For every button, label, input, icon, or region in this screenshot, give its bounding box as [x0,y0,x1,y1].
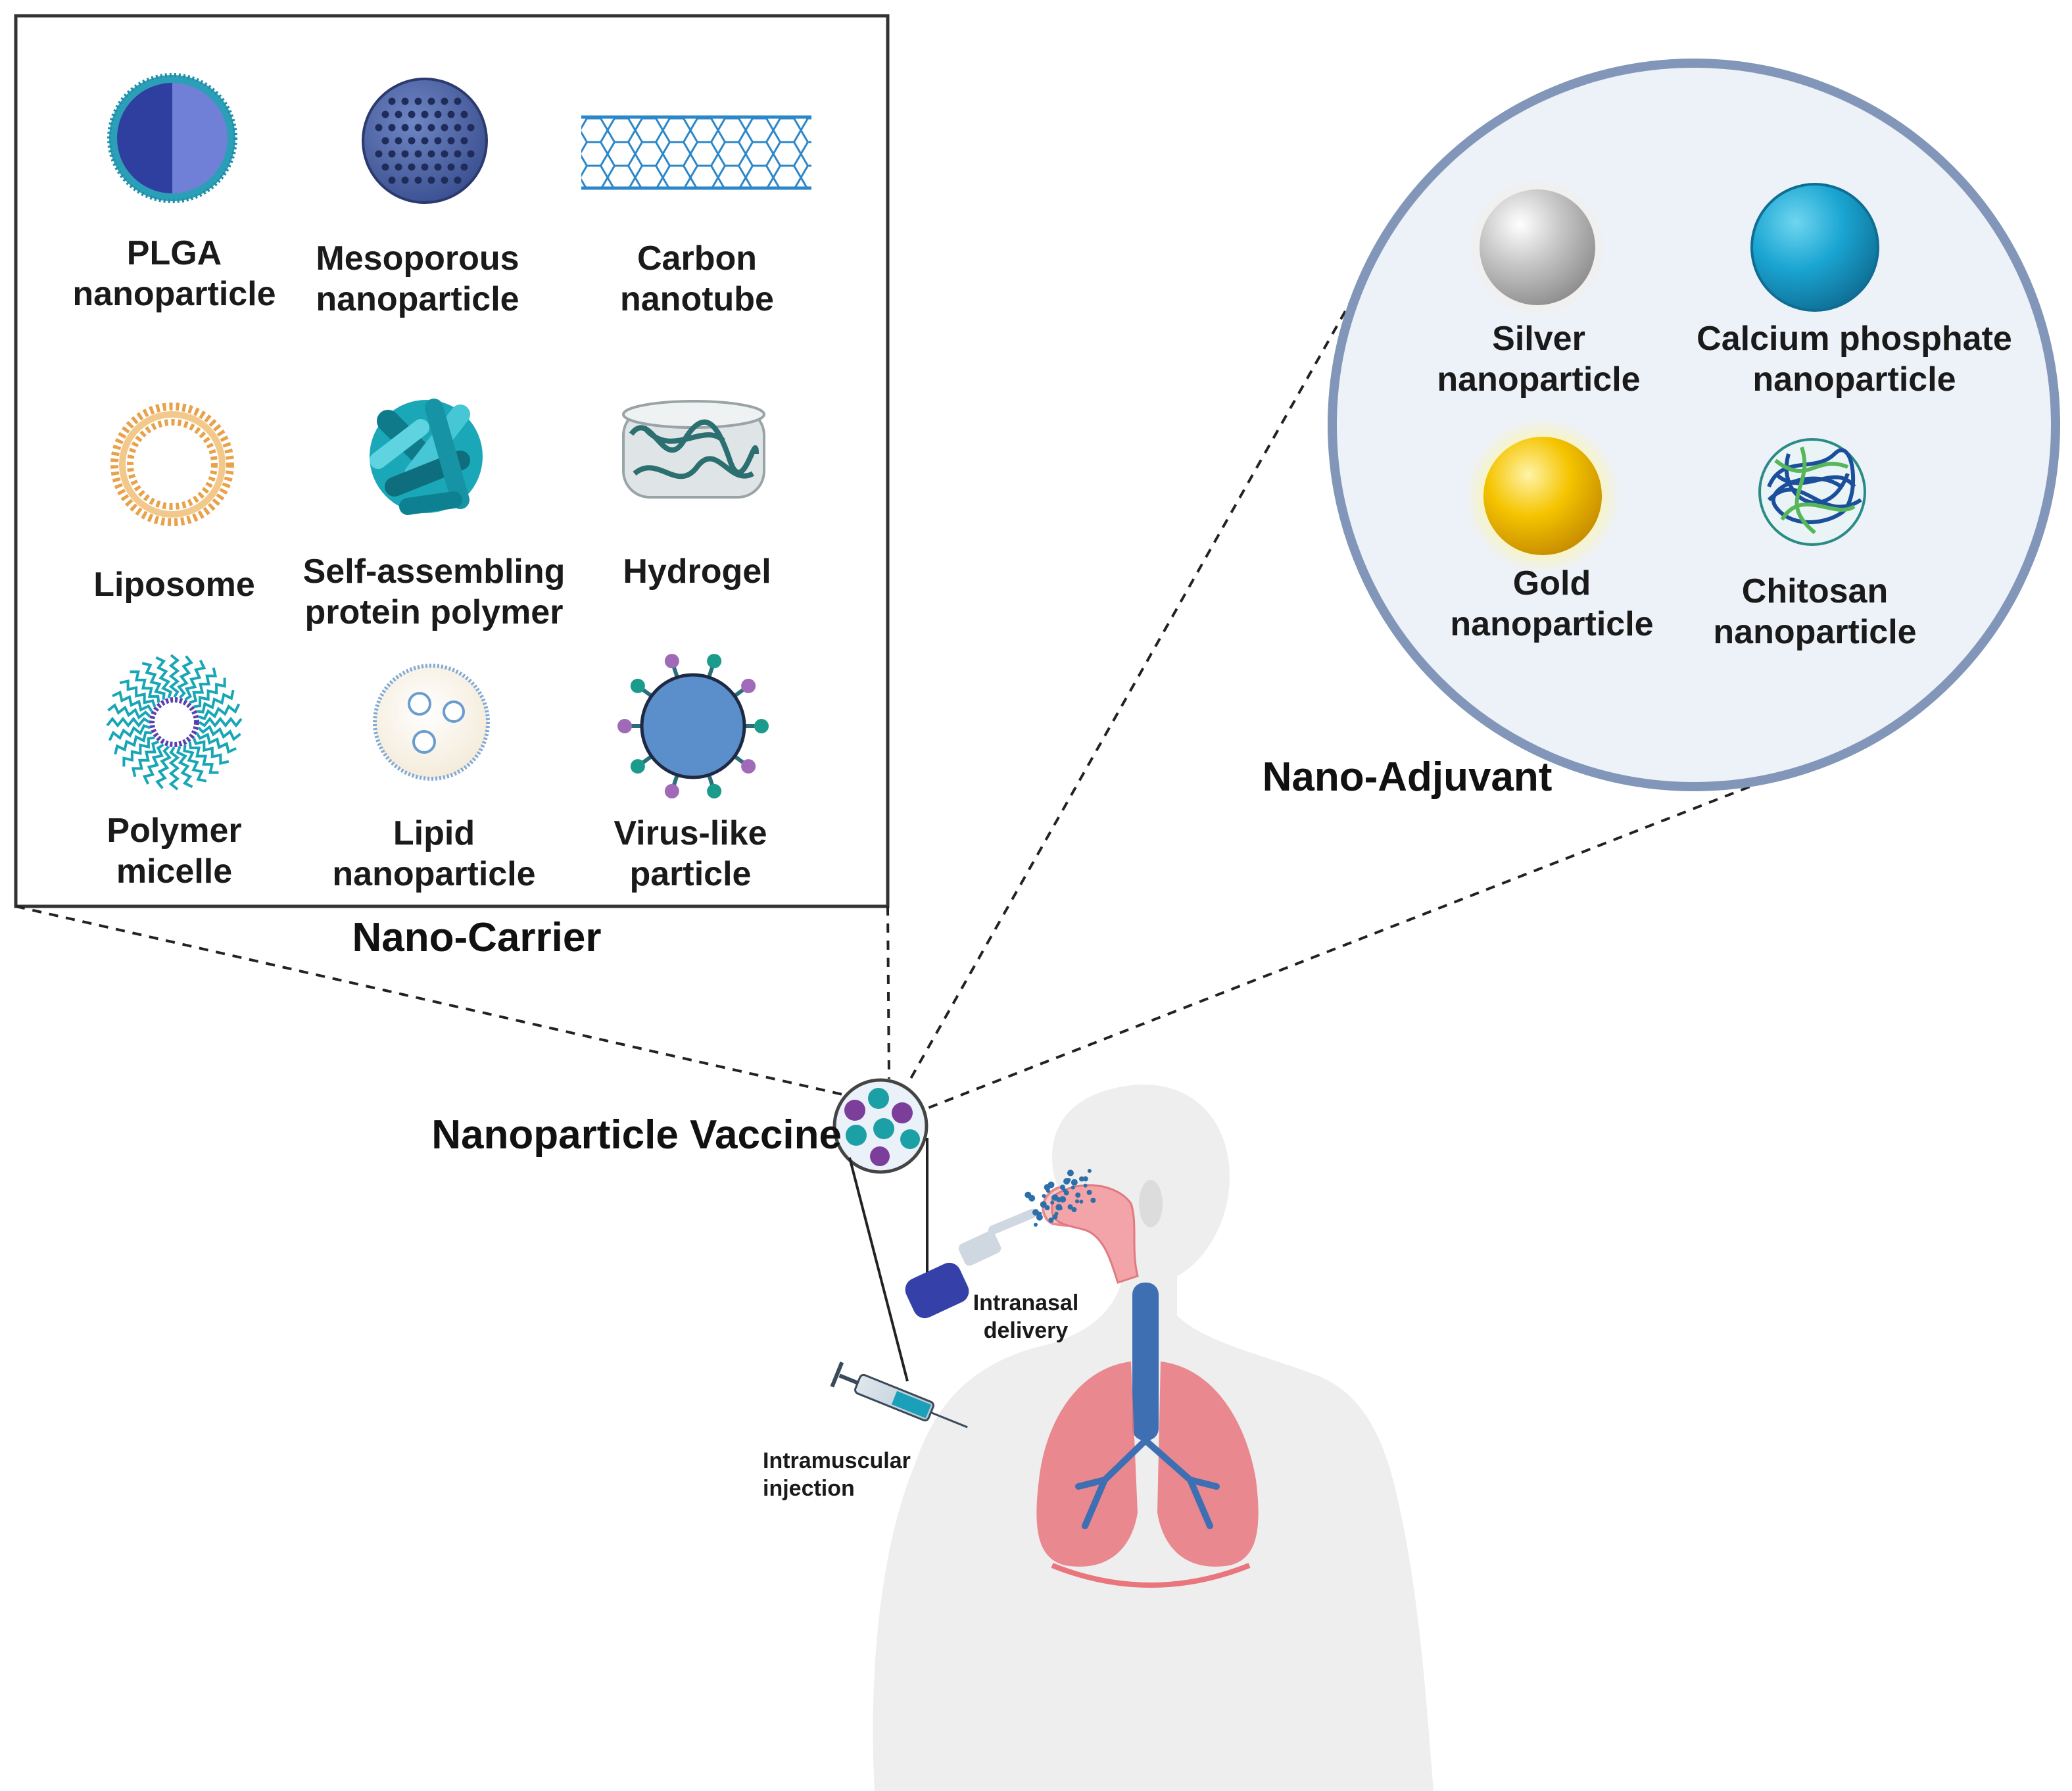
nanoparticle-vaccine-icon [832,1078,928,1174]
liposome-label: Liposome [93,566,255,604]
hydrogel-icon [622,400,765,499]
mesoporous-nanoparticle-icon [362,78,488,204]
carbon-nanotube-icon [581,115,811,190]
hydrogel-label: Hydrogel [623,552,771,591]
polymer-micelle-icon [106,654,243,791]
nano-adjuvant-title: Nano-Adjuvant [1262,754,1553,800]
human-body-illustration [873,1084,1434,1791]
gold-nanoparticle-icon [1465,418,1620,574]
nasal-spray-icon [905,1169,1096,1319]
chitosan-nanoparticle-icon [1758,438,1866,546]
liposome-icon [110,403,234,526]
vaccine-to-injection-line [848,1157,909,1382]
virus-like-particle-icon [617,654,769,798]
protein-polymer-icon [370,399,483,515]
zoom-guide-lines [15,236,1862,1110]
nanoparticle-vaccine-title: Nanoparticle Vaccine [431,1112,842,1158]
calcium-phosphate-nanoparticle-icon [1750,183,1879,312]
lipid-nanoparticle-icon [373,664,490,781]
silver-nanoparticle-icon [1472,182,1603,313]
plga-nanoparticle-icon [107,73,237,203]
syringe-icon [830,1362,968,1429]
nano-adjuvant-circle [1328,59,2060,791]
nano-carrier-title: Nano-Carrier [352,915,602,960]
